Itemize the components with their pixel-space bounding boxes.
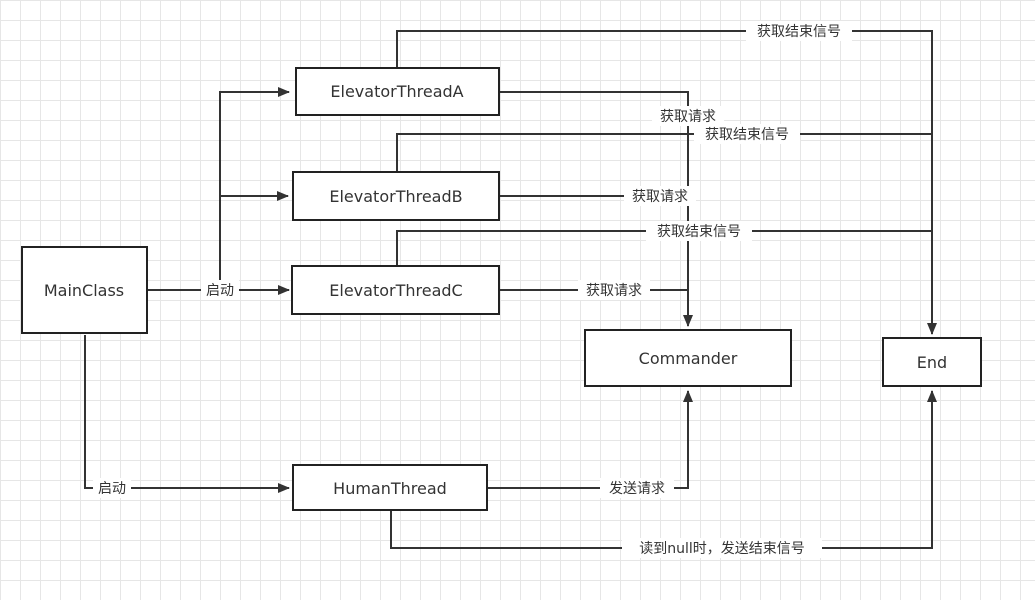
node-human-thread[interactable]: HumanThread: [292, 464, 488, 511]
edge-main-to-a: [219, 87, 290, 290]
svg-text:获取结束信号: 获取结束信号: [757, 24, 841, 40]
svg-text:获取请求: 获取请求: [660, 109, 716, 125]
svg-text:ElevatorThreadC: ElevatorThreadC: [329, 281, 462, 300]
svg-text:启动: 启动: [206, 283, 234, 299]
svg-text:ElevatorThreadB: ElevatorThreadB: [329, 187, 462, 206]
svg-text:Commander: Commander: [639, 349, 738, 368]
svg-text:HumanThread: HumanThread: [333, 479, 447, 498]
node-elevator-thread-b[interactable]: ElevatorThreadB: [292, 171, 500, 221]
node-main-class[interactable]: MainClass: [21, 246, 148, 334]
label-c-get-request: 获取请求: [578, 280, 650, 300]
svg-text:获取结束信号: 获取结束信号: [657, 224, 741, 240]
label-c-end-signal: 获取结束信号: [646, 221, 752, 241]
edge-main-to-b: [219, 191, 289, 290]
node-end[interactable]: End: [882, 337, 982, 387]
edge-c-to-end: [396, 230, 932, 266]
svg-text:End: End: [917, 353, 947, 372]
node-elevator-thread-c[interactable]: ElevatorThreadC: [291, 265, 500, 315]
node-elevator-thread-a[interactable]: ElevatorThreadA: [295, 67, 500, 116]
label-start-threads: 启动: [201, 280, 239, 300]
svg-text:ElevatorThreadA: ElevatorThreadA: [330, 82, 463, 101]
label-a-get-request: 获取请求: [652, 106, 724, 126]
edge-a-to-commander: [500, 91, 693, 327]
svg-text:获取请求: 获取请求: [586, 283, 642, 299]
label-human-null-end: 读到null时，发送结束信号: [622, 538, 822, 558]
svg-text:获取结束信号: 获取结束信号: [705, 127, 789, 143]
label-start-human: 启动: [93, 478, 131, 498]
node-commander[interactable]: Commander: [584, 329, 792, 387]
label-a-end-signal: 获取结束信号: [746, 21, 852, 41]
edge-human-to-commander: [488, 390, 693, 489]
edge-a-to-end: [396, 30, 937, 335]
svg-text:读到null时，发送结束信号: 读到null时，发送结束信号: [639, 540, 805, 557]
label-b-get-request: 获取请求: [624, 186, 696, 206]
edge-main-to-human: [84, 335, 290, 493]
svg-text:发送请求: 发送请求: [609, 481, 665, 497]
svg-text:启动: 启动: [98, 481, 126, 497]
edge-b-to-end: [396, 133, 932, 172]
svg-text:MainClass: MainClass: [44, 281, 124, 300]
label-human-send-request: 发送请求: [600, 478, 674, 498]
label-b-end-signal: 获取结束信号: [694, 124, 800, 144]
svg-text:获取请求: 获取请求: [632, 189, 688, 205]
